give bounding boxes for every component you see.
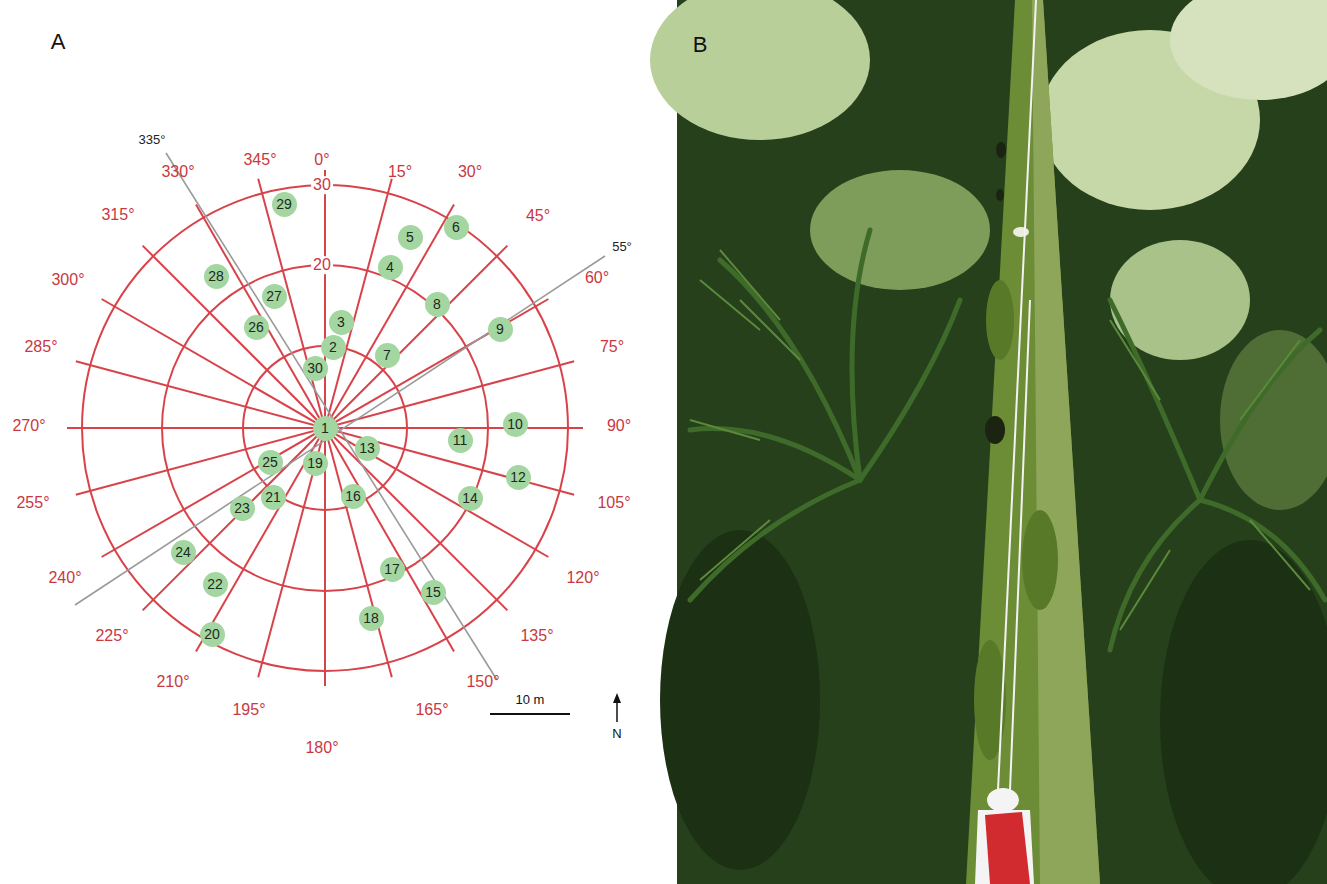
marker-number: 11 xyxy=(453,433,468,447)
plot-marker: 9 xyxy=(488,317,513,342)
plot-marker: 15 xyxy=(421,580,446,605)
forest-photo xyxy=(650,0,1327,884)
plot-marker: 25 xyxy=(258,450,283,475)
marker-number: 26 xyxy=(248,320,264,334)
angle-label: 195° xyxy=(232,701,265,719)
angle-label: 60° xyxy=(585,269,609,287)
marker-number: 14 xyxy=(462,491,478,505)
transect-angle: 335° xyxy=(139,133,166,147)
angle-label: 75° xyxy=(600,338,624,356)
marker-number: 10 xyxy=(507,417,523,431)
marker-number: 5 xyxy=(406,230,414,244)
plot-marker: 27 xyxy=(262,284,287,309)
marker-number: 4 xyxy=(386,260,394,274)
angle-label: 255° xyxy=(16,494,49,512)
plot-marker: 2 xyxy=(321,335,346,360)
plot-marker: 5 xyxy=(398,225,423,250)
angle-label: 345° xyxy=(243,151,276,169)
plot-marker: 19 xyxy=(303,451,328,476)
polar-grid xyxy=(67,170,583,686)
angle-label: 315° xyxy=(101,206,134,224)
plot-marker: 30 xyxy=(303,356,328,381)
marker-number: 30 xyxy=(307,361,323,375)
marker-number: 3 xyxy=(337,315,345,329)
plot-marker: 4 xyxy=(378,255,403,280)
angle-label: 165° xyxy=(415,701,448,719)
north-arrow xyxy=(613,693,621,722)
transect-lines xyxy=(75,153,605,680)
marker-number: 22 xyxy=(207,577,223,591)
ring-distance: 20 xyxy=(311,256,333,274)
transect-angle: 55° xyxy=(612,240,632,254)
plot-marker: 21 xyxy=(261,485,286,510)
angle-label: 135° xyxy=(520,627,553,645)
marker-number: 20 xyxy=(204,627,220,641)
angle-label: 330° xyxy=(161,163,194,181)
angle-label: 270° xyxy=(12,417,45,435)
angle-label: 90° xyxy=(607,417,631,435)
marker-number: 9 xyxy=(496,322,504,336)
plot-marker: 11 xyxy=(448,428,473,453)
plot-marker: 8 xyxy=(425,292,450,317)
marker-number: 17 xyxy=(384,562,400,576)
marker-number: 19 xyxy=(307,456,323,470)
marker-number: 6 xyxy=(452,220,460,234)
plot-marker: 18 xyxy=(359,606,384,631)
plot-marker: 10 xyxy=(503,412,528,437)
plot-marker: 17 xyxy=(380,557,405,582)
angle-label: 45° xyxy=(526,207,550,225)
north-label: N xyxy=(612,727,621,741)
panel-letter: A xyxy=(51,30,66,54)
scale-label: 10 m xyxy=(516,693,545,707)
marker-number: 28 xyxy=(208,269,224,283)
plot-marker: 7 xyxy=(375,343,400,368)
angle-label: 15° xyxy=(388,163,412,181)
plot-marker: 20 xyxy=(200,622,225,647)
plot-marker: 3 xyxy=(329,310,354,335)
angle-label: 0° xyxy=(314,151,329,169)
plot-marker: 14 xyxy=(458,486,483,511)
angle-label: 30° xyxy=(458,163,482,181)
plot-marker: 23 xyxy=(230,496,255,521)
angle-label: 240° xyxy=(48,569,81,587)
angle-label: 150° xyxy=(466,673,499,691)
plot-marker: 26 xyxy=(244,315,269,340)
marker-number: 15 xyxy=(425,585,441,599)
angle-label: 285° xyxy=(24,338,57,356)
plot-marker: 16 xyxy=(341,484,366,509)
plot-marker: 6 xyxy=(444,215,469,240)
marker-number: 23 xyxy=(234,501,250,515)
marker-number: 13 xyxy=(359,441,375,455)
ring-distance: 30 xyxy=(311,176,333,194)
marker-number: 1 xyxy=(321,421,329,435)
marker-number: 7 xyxy=(383,348,391,362)
plot-marker: 29 xyxy=(272,192,297,217)
marker-number: 25 xyxy=(262,455,278,469)
angle-label: 210° xyxy=(156,673,189,691)
scale-bar xyxy=(490,713,570,715)
plot-marker: 13 xyxy=(355,436,380,461)
marker-number: 21 xyxy=(265,490,281,504)
marker-number: 27 xyxy=(266,289,282,303)
marker-number: 8 xyxy=(433,297,441,311)
marker-number: 29 xyxy=(276,197,292,211)
plot-marker: 1 xyxy=(313,416,338,441)
panel-letter: B xyxy=(693,33,708,57)
plot-marker: 28 xyxy=(204,264,229,289)
plot-marker: 24 xyxy=(171,540,196,565)
marker-number: 2 xyxy=(329,340,337,354)
marker-number: 16 xyxy=(345,489,361,503)
angle-label: 225° xyxy=(95,627,128,645)
marker-number: 24 xyxy=(175,545,191,559)
marker-number: 12 xyxy=(510,470,526,484)
plot-marker: 22 xyxy=(203,572,228,597)
angle-label: 180° xyxy=(305,739,338,757)
angle-label: 120° xyxy=(566,569,599,587)
angle-label: 105° xyxy=(597,494,630,512)
angle-label: 300° xyxy=(51,271,84,289)
plot-marker: 12 xyxy=(506,465,531,490)
marker-number: 18 xyxy=(363,611,379,625)
